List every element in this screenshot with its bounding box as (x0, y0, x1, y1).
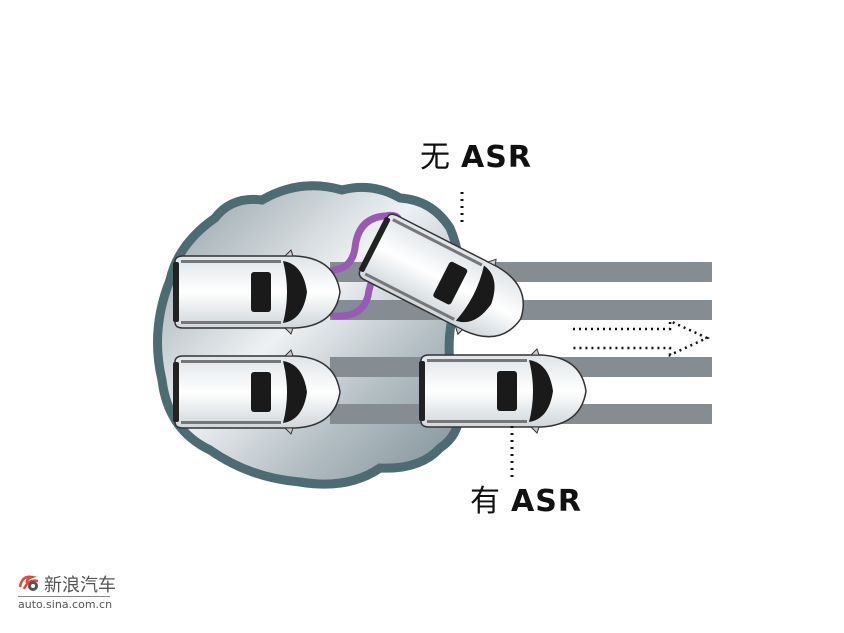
watermark-url: auto.sina.com.cn (18, 598, 113, 611)
watermark-brand: 新浪汽车 (44, 575, 116, 596)
sina-eye-logo-icon (18, 575, 39, 591)
label-without-asr: 无 ASR (420, 132, 532, 176)
watermark-divider (18, 596, 110, 597)
car-no-asr-start (172, 249, 341, 335)
direction-arrow-icon (573, 319, 710, 357)
label-prefix: 无 (420, 140, 451, 175)
label-text: ASR (511, 484, 582, 519)
label-prefix: 有 (470, 484, 501, 519)
label-with-asr: 有 ASR (470, 476, 582, 520)
car-asr-start (172, 349, 341, 435)
label-text: ASR (461, 140, 532, 175)
car-asr-end (418, 348, 587, 434)
